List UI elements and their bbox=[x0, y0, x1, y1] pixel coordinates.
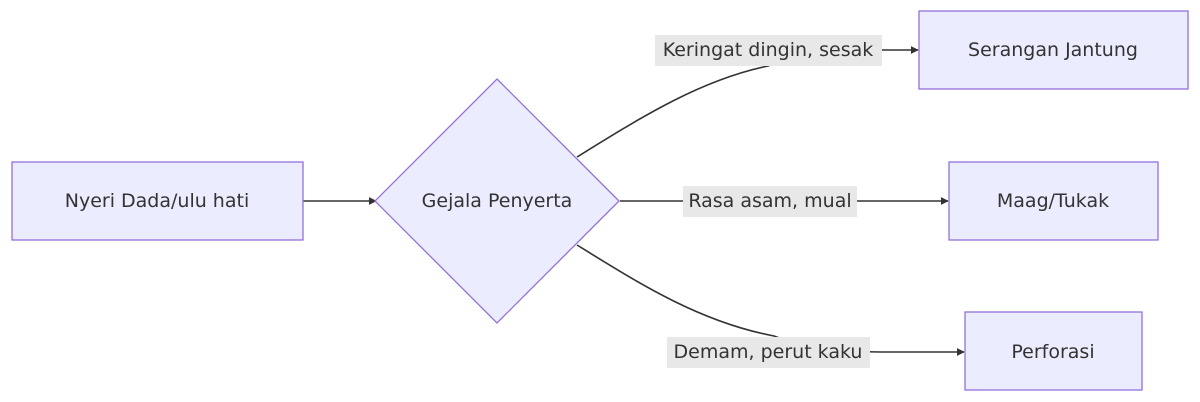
edge-label-ulcer-text: Rasa asam, mual bbox=[688, 190, 851, 212]
edge-label-ulcer: Rasa asam, mual bbox=[683, 186, 857, 217]
edge-label-perforation-text: Demam, perut kaku bbox=[674, 341, 863, 363]
edge-label-perforation: Demam, perut kaku bbox=[667, 337, 870, 368]
node-ulcer: Maag/Tukak bbox=[948, 161, 1159, 241]
edge-decision-to-perforation bbox=[576, 244, 965, 356]
node-perforation: Perforasi bbox=[964, 311, 1143, 391]
node-heart: Serangan Jantung bbox=[918, 10, 1189, 90]
node-heart-label: Serangan Jantung bbox=[968, 39, 1138, 61]
node-start-label: Nyeri Dada/ulu hati bbox=[65, 190, 249, 212]
edge-label-heart: Keringat dingin, sesak bbox=[655, 35, 882, 66]
node-perforation-label: Perforasi bbox=[1011, 341, 1094, 363]
edge-decision-to-heart bbox=[576, 46, 919, 158]
node-start: Nyeri Dada/ulu hati bbox=[11, 161, 304, 241]
edge-label-heart-text: Keringat dingin, sesak bbox=[663, 39, 874, 61]
node-ulcer-label: Maag/Tukak bbox=[997, 190, 1109, 212]
node-decision-label: Gejala Penyerta bbox=[422, 190, 573, 212]
node-decision: Gejala Penyerta bbox=[374, 78, 620, 324]
